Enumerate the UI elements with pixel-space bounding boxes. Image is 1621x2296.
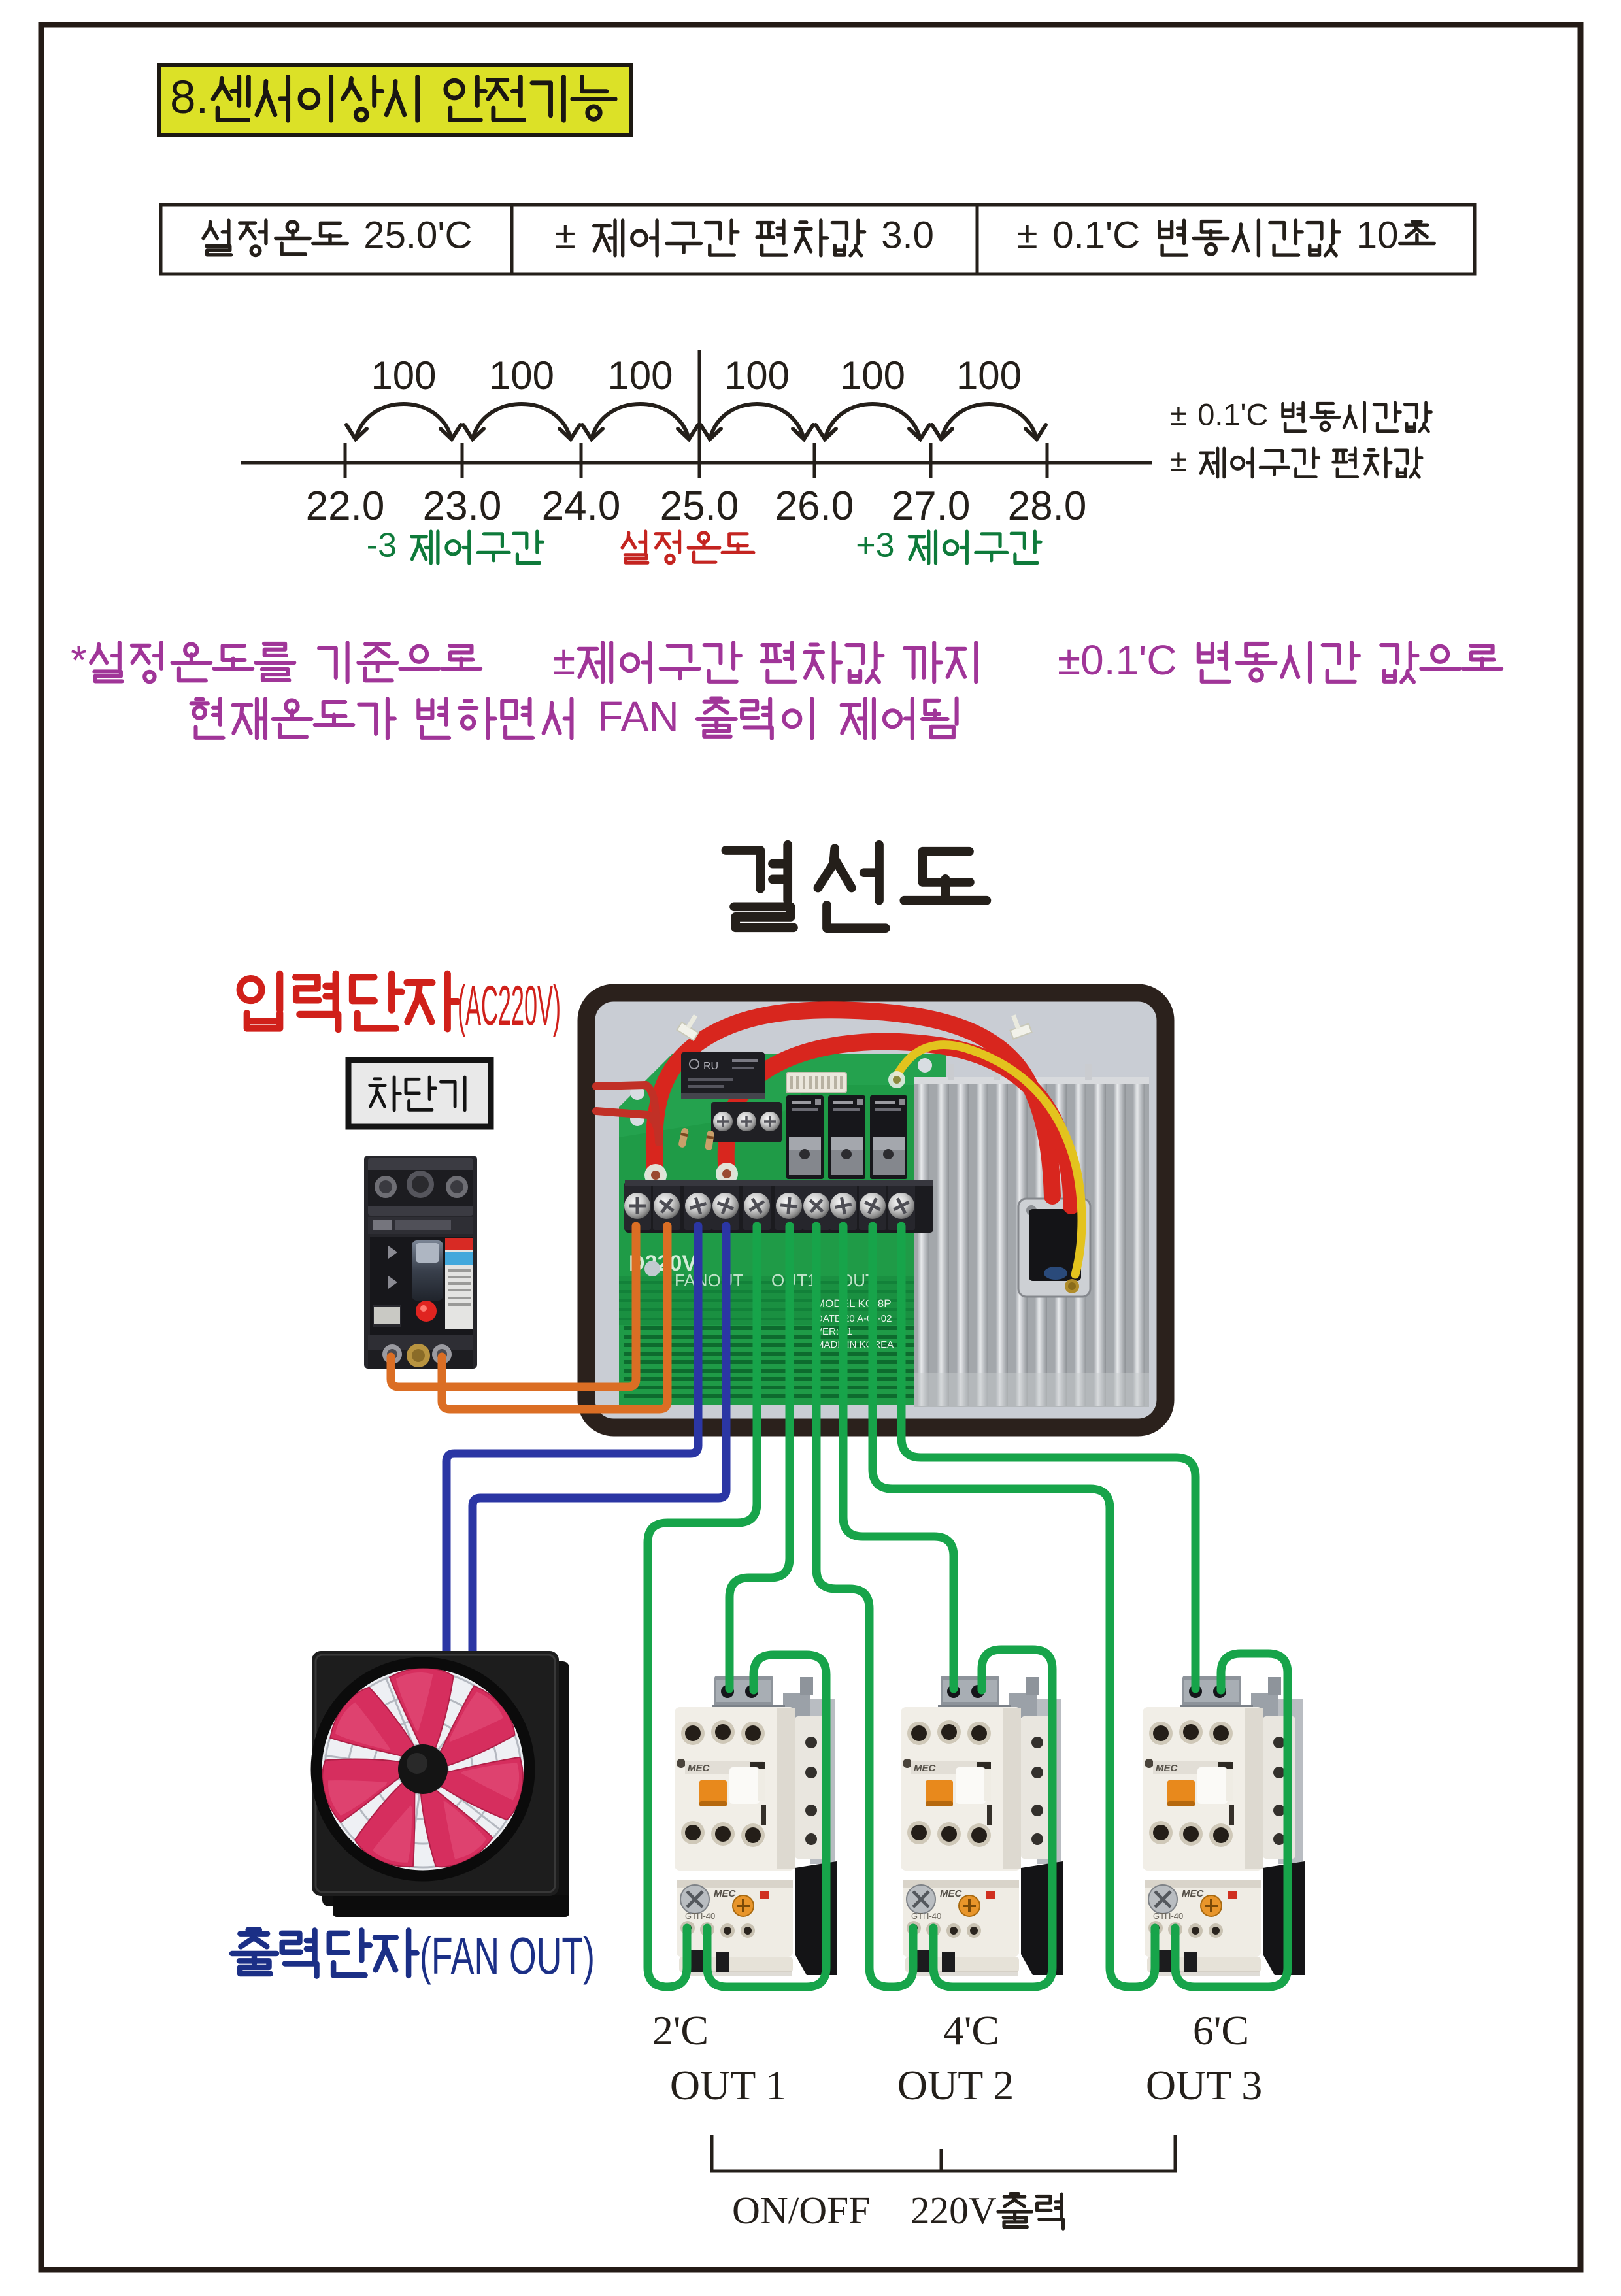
svg-text:0.1'C: 0.1'C: [1197, 397, 1268, 432]
svg-text:220V: 220V: [911, 2189, 997, 2232]
svg-text:28.0: 28.0: [1008, 484, 1087, 529]
svg-text:27.0: 27.0: [892, 484, 971, 529]
svg-text:4'C: 4'C: [943, 2007, 999, 2054]
svg-text:DATE:20 A-08-02: DATE:20 A-08-02: [816, 1313, 892, 1324]
svg-text:3.0: 3.0: [881, 214, 934, 256]
svg-text:OUT 2: OUT 2: [897, 2062, 1014, 2108]
svg-text:*: *: [71, 637, 87, 684]
svg-text:100: 100: [956, 354, 1022, 397]
svg-text:25.0'C: 25.0'C: [363, 214, 472, 256]
svg-text:100: 100: [840, 354, 905, 397]
svg-text:6'C: 6'C: [1193, 2007, 1249, 2054]
svg-text:-3: -3: [367, 527, 397, 565]
svg-text:23.0: 23.0: [423, 484, 502, 529]
svg-text:(FAN OUT): (FAN OUT): [420, 1927, 595, 1985]
svg-text:24.0: 24.0: [542, 484, 621, 529]
svg-text:26.0: 26.0: [775, 484, 854, 529]
svg-text:OUT1: OUT1: [771, 1271, 816, 1290]
svg-text:8.: 8.: [170, 72, 209, 124]
svg-text:±: ±: [552, 637, 575, 684]
svg-text:100: 100: [489, 354, 554, 397]
svg-text:FAN: FAN: [597, 693, 678, 740]
svg-text:FANOUT: FANOUT: [675, 1271, 744, 1290]
svg-text:100: 100: [724, 354, 790, 397]
svg-text:MODEL KO-8P: MODEL KO-8P: [816, 1297, 892, 1310]
svg-text:10: 10: [1356, 214, 1399, 256]
svg-text:±: ±: [555, 214, 576, 256]
svg-text:OUT 1: OUT 1: [670, 2062, 786, 2108]
svg-text:25.0: 25.0: [660, 484, 739, 529]
svg-text:22.0: 22.0: [306, 484, 385, 529]
svg-text:(AC220V): (AC220V): [458, 974, 561, 1037]
svg-text:+3: +3: [856, 527, 894, 565]
svg-text:ON/OFF: ON/OFF: [732, 2189, 870, 2232]
svg-text:±: ±: [1170, 443, 1187, 478]
svg-text:OUT 3: OUT 3: [1146, 2062, 1262, 2108]
svg-text:±: ±: [1170, 397, 1187, 432]
svg-text:±0.1'C: ±0.1'C: [1058, 637, 1177, 684]
svg-text:±: ±: [1017, 214, 1038, 256]
svg-text:RU: RU: [703, 1061, 718, 1072]
svg-text:0.1'C: 0.1'C: [1052, 214, 1140, 256]
svg-text:2'C: 2'C: [652, 2007, 709, 2054]
svg-text:100: 100: [607, 354, 673, 397]
svg-text:MADE IN KOREA: MADE IN KOREA: [816, 1339, 894, 1350]
svg-text:100: 100: [371, 354, 436, 397]
